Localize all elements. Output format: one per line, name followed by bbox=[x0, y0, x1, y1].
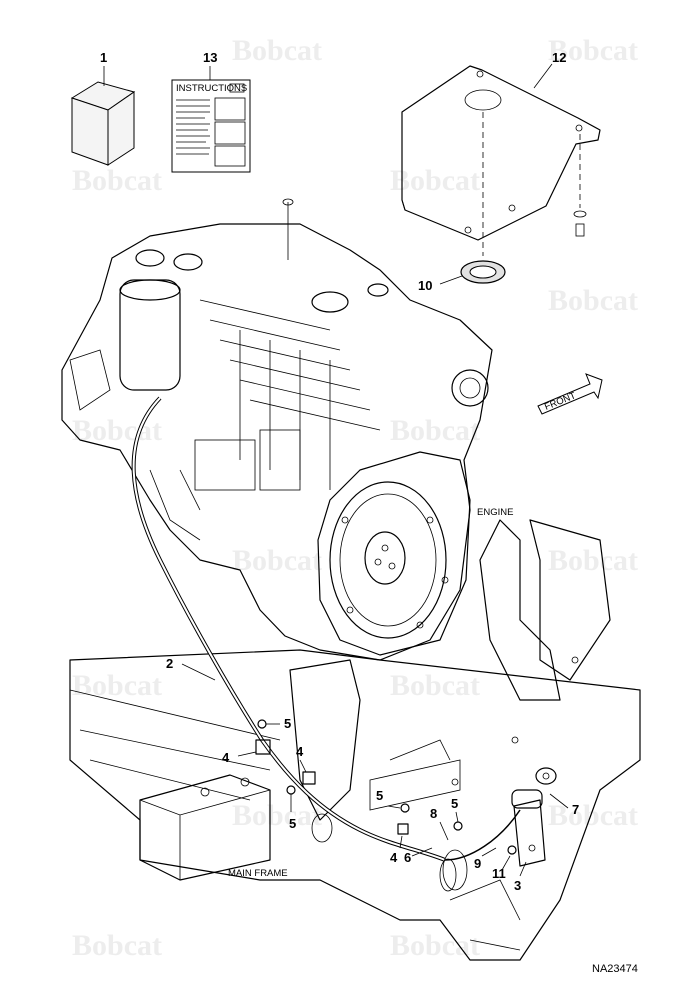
drawing-number: NA23474 bbox=[592, 963, 638, 975]
watermark: Bobcat bbox=[72, 669, 162, 702]
watermark: Bobcat bbox=[72, 929, 162, 962]
watermark: Bobcat bbox=[72, 164, 162, 197]
kit-box bbox=[70, 66, 136, 166]
callout-5: 5 bbox=[451, 796, 458, 811]
watermark: Bobcat bbox=[72, 414, 162, 447]
callout-8: 8 bbox=[430, 806, 437, 821]
callout-10: 11 bbox=[492, 866, 506, 881]
watermark: Bobcat bbox=[232, 34, 322, 67]
watermark: Bobcat bbox=[390, 929, 480, 962]
callout-4: 4 bbox=[390, 850, 398, 865]
callout-5: 5 bbox=[376, 788, 383, 803]
callout-12: 12 bbox=[552, 50, 566, 65]
instruction-sheet: INSTRUCTIONS bbox=[171, 66, 251, 173]
callout-5: 5 bbox=[284, 716, 291, 731]
front-arrow: FRONT bbox=[537, 373, 603, 415]
callout-4: 4 bbox=[296, 744, 304, 759]
watermark: Bobcat bbox=[390, 414, 480, 447]
front-label: FRONT bbox=[543, 390, 578, 413]
watermark: Bobcat bbox=[548, 799, 638, 832]
callout-1: 1 bbox=[100, 50, 107, 65]
watermark: Bobcat bbox=[548, 34, 638, 67]
cover-plate bbox=[401, 63, 601, 256]
seal-ring bbox=[439, 260, 506, 285]
callout-3: 3 bbox=[514, 878, 521, 893]
watermark: Bobcat bbox=[232, 544, 322, 577]
callout-11: 10 bbox=[418, 278, 432, 293]
main-frame bbox=[69, 519, 641, 961]
watermarks: Bobcat Bobcat Bobcat Bobcat Bobcat Bobca… bbox=[72, 34, 638, 962]
watermark: Bobcat bbox=[548, 284, 638, 317]
clamps bbox=[237, 719, 517, 855]
callout-13: 13 bbox=[203, 50, 217, 65]
sensor-bracket bbox=[411, 767, 569, 877]
callout-4: 4 bbox=[222, 750, 230, 765]
callout-2: 2 bbox=[166, 656, 173, 671]
callout-6: 6 bbox=[404, 850, 411, 865]
engine-label: ENGINE bbox=[477, 507, 513, 518]
watermark: Bobcat bbox=[390, 164, 480, 197]
callout-5: 5 bbox=[289, 816, 296, 831]
wire-harness bbox=[131, 396, 521, 892]
engine-assembly bbox=[61, 198, 493, 661]
watermark: Bobcat bbox=[390, 669, 480, 702]
watermark: Bobcat bbox=[232, 799, 322, 832]
main-frame-label: MAIN FRAME bbox=[228, 868, 288, 879]
instructions-label: INSTRUCTIONS bbox=[176, 83, 247, 94]
callout-7: 7 bbox=[572, 802, 579, 817]
watermark: Bobcat bbox=[548, 544, 638, 577]
callout-9: 9 bbox=[474, 856, 481, 871]
